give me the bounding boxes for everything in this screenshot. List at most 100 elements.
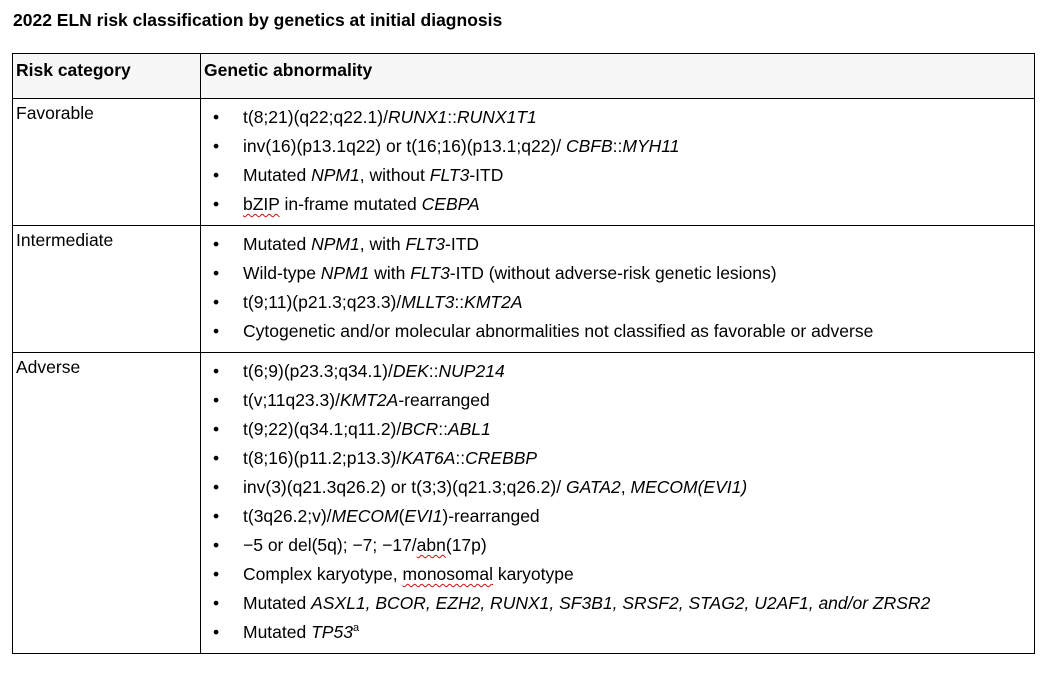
table-header-row: Risk category Genetic abnormality — [12, 53, 1035, 99]
gene-name: FLT3 — [405, 234, 445, 254]
gene-name: NPM1 — [311, 234, 360, 254]
text-segment: Mutated — [243, 165, 312, 185]
risk-category-cell: Adverse — [12, 352, 201, 654]
text-segment: −5 or del(5q); −7; −17/ — [243, 535, 417, 555]
gene-name: RUNX1 — [387, 107, 448, 127]
text-segment: )-rearranged — [442, 506, 540, 526]
text-segment: in-frame mutated — [279, 194, 422, 214]
text-segment: , without — [359, 165, 430, 185]
gene-name: MLLT3 — [401, 292, 455, 312]
genetic-abnormality-cell: Mutated NPM1, with FLT3-ITDWild-type NPM… — [200, 225, 1035, 353]
gene-name: MECOM — [331, 506, 399, 526]
text-segment: Cytogenetic and/or molecular abnormaliti… — [243, 321, 874, 341]
gene-name: KMT2A — [464, 292, 523, 312]
table-body: Favorablet(8;21)(q22;q22.1)/RUNX1::RUNX1… — [12, 98, 1035, 654]
abnormality-list-item: t(8;21)(q22;q22.1)/RUNX1::RUNX1T1 — [201, 103, 1030, 132]
gene-name: NUP214 — [438, 361, 505, 381]
risk-classification-table: Risk category Genetic abnormality Favora… — [12, 53, 1035, 654]
text-segment: with — [369, 263, 411, 283]
gene-name: BCR — [401, 419, 439, 439]
spellcheck-flagged-word: bZIP — [243, 194, 280, 214]
gene-name: KMT2A — [339, 390, 399, 410]
abnormality-list-item: Cytogenetic and/or molecular abnormaliti… — [201, 317, 1030, 346]
text-segment: :: — [447, 107, 458, 127]
text-segment: t(9;11)(p21.3;q23.3)/ — [243, 292, 402, 312]
gene-name: DEK — [392, 361, 429, 381]
risk-category-cell: Intermediate — [12, 225, 201, 353]
text-segment: (17p) — [445, 535, 487, 555]
abnormality-list-item: bZIP in-frame mutated CEBPA — [201, 190, 1030, 219]
text-segment: t(v;11q23.3)/ — [243, 390, 340, 410]
text-segment: t(8;16)(p11.2;p13.3)/ — [243, 448, 402, 468]
abnormality-list-item: Wild-type NPM1 with FLT3-ITD (without ad… — [201, 259, 1030, 288]
gene-name: CEBPA — [421, 194, 480, 214]
abnormality-list-item: Mutated TP53a — [201, 618, 1030, 647]
genetic-abnormality-cell: t(8;21)(q22;q22.1)/RUNX1::RUNX1T1inv(16)… — [200, 98, 1035, 226]
gene-name: EVI1 — [404, 506, 443, 526]
abnormality-list-item: t(8;16)(p11.2;p13.3)/KAT6A::CREBBP — [201, 444, 1030, 473]
gene-name: GATA2 — [565, 477, 621, 497]
gene-name: KAT6A — [401, 448, 456, 468]
table-row: Favorablet(8;21)(q22;q22.1)/RUNX1::RUNX1… — [12, 98, 1035, 226]
abnormality-list: t(8;21)(q22;q22.1)/RUNX1::RUNX1T1inv(16)… — [201, 103, 1030, 219]
document-title: 2022 ELN risk classification by genetics… — [13, 10, 503, 30]
abnormality-list-item: −5 or del(5q); −7; −17/abn(17p) — [201, 531, 1030, 560]
abnormality-list-item: Complex karyotype, monosomal karyotype — [201, 560, 1030, 589]
gene-name: NPM1 — [311, 165, 360, 185]
text-segment: ( — [398, 506, 405, 526]
gene-name: ASXL1, BCOR, EZH2, RUNX1, SF3B1, SRSF2, … — [311, 593, 931, 613]
text-segment: -ITD (without adverse-risk genetic lesio… — [449, 263, 777, 283]
abnormality-list-item: Mutated NPM1, with FLT3-ITD — [201, 230, 1030, 259]
header-genetic-abnormality: Genetic abnormality — [200, 53, 1035, 99]
abnormality-list: Mutated NPM1, with FLT3-ITDWild-type NPM… — [201, 230, 1030, 346]
text-segment: Wild-type — [243, 263, 321, 283]
abnormality-list-item: Mutated ASXL1, BCOR, EZH2, RUNX1, SF3B1,… — [201, 589, 1030, 618]
text-segment: Complex karyotype, — [243, 564, 403, 584]
text-segment: -ITD — [445, 234, 480, 254]
gene-name: ABL1 — [447, 419, 491, 439]
spellcheck-flagged-word: monosomal — [402, 564, 493, 584]
text-segment: :: — [428, 361, 439, 381]
gene-name: FLT3 — [410, 263, 450, 283]
abnormality-list: t(6;9)(p23.3;q34.1)/DEK::NUP214t(v;11q23… — [201, 357, 1030, 647]
text-segment: a — [352, 622, 360, 635]
abnormality-list-item: t(6;9)(p23.3;q34.1)/DEK::NUP214 — [201, 357, 1030, 386]
gene-name: TP53 — [311, 622, 353, 642]
text-segment: Mutated — [243, 622, 312, 642]
genetic-abnormality-cell: t(6;9)(p23.3;q34.1)/DEK::NUP214t(v;11q23… — [200, 352, 1035, 654]
text-segment: -rearranged — [398, 390, 490, 410]
text-segment: t(3q26.2;v)/ — [243, 506, 332, 526]
text-segment: t(9;22)(q34.1;q11.2)/ — [243, 419, 402, 439]
text-segment: :: — [454, 292, 465, 312]
risk-category-cell: Favorable — [12, 98, 201, 226]
table-row: IntermediateMutated NPM1, with FLT3-ITDW… — [12, 225, 1035, 353]
gene-name: MECOM(EVI1) — [630, 477, 748, 497]
gene-name: MYH11 — [622, 136, 680, 156]
gene-name: NPM1 — [320, 263, 370, 283]
text-segment: karyotype — [492, 564, 574, 584]
text-segment: :: — [455, 448, 466, 468]
gene-name: CBFB — [565, 136, 613, 156]
text-segment: :: — [612, 136, 623, 156]
abnormality-list-item: t(9;11)(p21.3;q23.3)/MLLT3::KMT2A — [201, 288, 1030, 317]
text-segment: inv(3)(q21.3q26.2) or t(3;3)(q21.3;q26.2… — [243, 477, 566, 497]
text-segment: inv(16)(p13.1q22) or t(16;16)(p13.1;q22)… — [243, 136, 566, 156]
text-segment: Mutated — [243, 234, 312, 254]
header-risk-category: Risk category — [12, 53, 201, 99]
text-segment: t(6;9)(p23.3;q34.1)/ — [243, 361, 393, 381]
spellcheck-flagged-word: abn — [416, 535, 446, 555]
abnormality-list-item: t(v;11q23.3)/KMT2A-rearranged — [201, 386, 1030, 415]
table-row: Adverset(6;9)(p23.3;q34.1)/DEK::NUP214t(… — [12, 352, 1035, 654]
text-segment: -ITD — [469, 165, 504, 185]
text-segment: , — [620, 477, 631, 497]
abnormality-list-item: inv(3)(q21.3q26.2) or t(3;3)(q21.3;q26.2… — [201, 473, 1030, 502]
abnormality-list-item: t(9;22)(q34.1;q11.2)/BCR::ABL1 — [201, 415, 1030, 444]
abnormality-list-item: t(3q26.2;v)/MECOM(EVI1)-rearranged — [201, 502, 1030, 531]
text-segment: Mutated — [243, 593, 312, 613]
gene-name: FLT3 — [429, 165, 470, 185]
text-segment: t(8;21)(q22;q22.1)/ — [243, 107, 388, 127]
abnormality-list-item: inv(16)(p13.1q22) or t(16;16)(p13.1;q22)… — [201, 132, 1030, 161]
text-segment: , with — [359, 234, 406, 254]
abnormality-list-item: Mutated NPM1, without FLT3-ITD — [201, 161, 1030, 190]
text-segment: :: — [438, 419, 448, 439]
